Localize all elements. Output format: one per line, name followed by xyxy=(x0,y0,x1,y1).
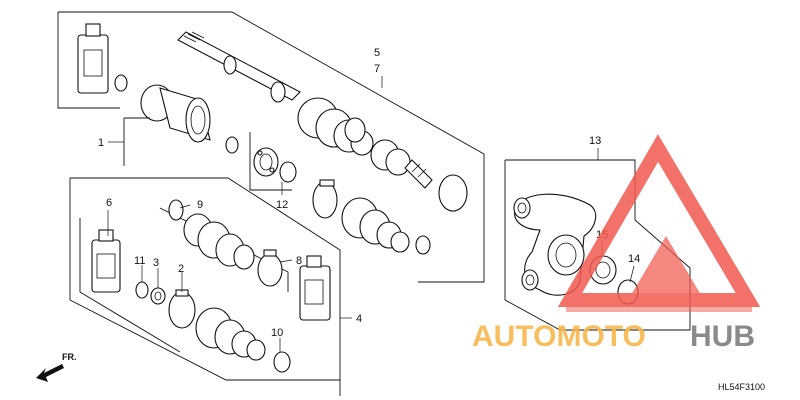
small-band xyxy=(415,235,431,255)
diagram-code: HL54F3100 xyxy=(718,382,765,392)
label-part-6: 6 xyxy=(106,197,112,209)
watermark-logo xyxy=(557,134,761,312)
label-part-11: 11 xyxy=(134,255,145,267)
label-part-8: 8 xyxy=(296,255,302,267)
boot-band-8 xyxy=(257,253,283,287)
watermark-text-b: HUB xyxy=(690,320,755,353)
stop-ring xyxy=(279,161,297,183)
boot-band-upper xyxy=(312,181,338,219)
grease-container-left xyxy=(91,229,121,293)
bearing-cage xyxy=(253,147,279,177)
boot-band-10 xyxy=(273,351,291,373)
knuckle-arm xyxy=(513,193,597,296)
label-part-10: 10 xyxy=(271,327,283,339)
front-arrow-label: FR. xyxy=(62,352,77,362)
label-part-5: 5 xyxy=(374,47,380,59)
ring-3 xyxy=(150,287,166,305)
grease-container-top xyxy=(77,23,109,94)
boot-band-2 xyxy=(168,291,196,329)
ring-11 xyxy=(135,281,149,299)
inner-boot-lower xyxy=(168,199,255,270)
label-part-2: 2 xyxy=(178,263,184,275)
label-part-9: 9 xyxy=(197,199,203,211)
inner-joint-housing xyxy=(140,84,211,143)
grease-container-right xyxy=(299,255,331,321)
outer-boot-lower xyxy=(195,307,266,361)
boot-band-outer xyxy=(438,174,468,212)
label-part-14: 14 xyxy=(628,253,640,265)
watermark-text-a: AUTOMOTO xyxy=(472,320,646,353)
label-part-12: 12 xyxy=(276,199,288,211)
front-arrow: FR. xyxy=(36,352,77,382)
circlip xyxy=(225,136,239,154)
assembly-box-lower xyxy=(70,177,341,396)
label-part-4: 4 xyxy=(356,313,362,325)
outer-joint xyxy=(370,139,433,189)
assembly-box-upper xyxy=(58,11,485,283)
drive-shaft xyxy=(177,31,301,103)
outer-boot xyxy=(341,197,410,253)
label-part-7: 7 xyxy=(374,63,380,75)
label-part-3: 3 xyxy=(153,257,159,269)
shaft-band xyxy=(344,117,366,143)
label-part-13: 13 xyxy=(589,135,601,147)
label-part-1: 1 xyxy=(98,137,104,149)
o-ring-top xyxy=(114,74,128,92)
